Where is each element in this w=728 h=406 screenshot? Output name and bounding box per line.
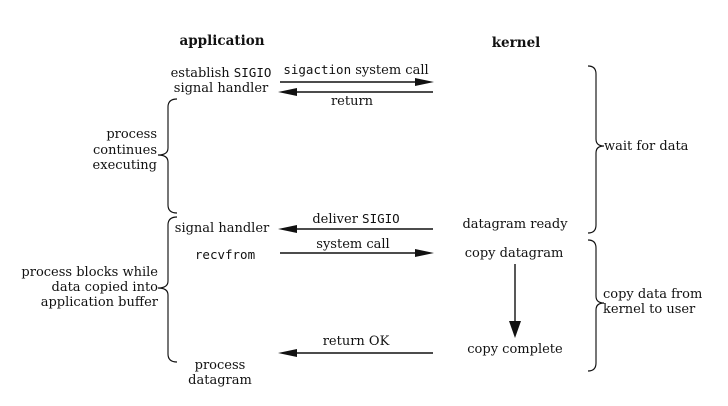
establish-text: establish (170, 66, 234, 81)
process-datagram-label: process datagram (188, 358, 252, 388)
kernel-column-header: kernel (491, 35, 541, 51)
return-ok-label: return OK (322, 334, 390, 349)
right-brace-bottom (587, 239, 605, 372)
return-label: return (330, 94, 374, 109)
process-blocks-annotation: process blocks while data copied into ap… (21, 265, 158, 310)
copy-vertical-arrowhead-down (509, 321, 521, 338)
establish-sigio-label: establish SIGIO signal handler (171, 65, 272, 96)
sigaction-system-call-label: sigaction system call (283, 62, 428, 78)
copy-data-annotation: copy data from kernel to user (603, 287, 702, 317)
copy-complete-label: copy complete (467, 342, 563, 357)
copy-data-line2: kernel to user (603, 302, 696, 317)
establish-sigio-line2: signal handler (173, 81, 269, 96)
recvfrom-label: recvfrom (194, 247, 256, 262)
datagram-ready-label: datagram ready (462, 217, 568, 232)
process-blocks-line1: process blocks while (21, 265, 158, 280)
process-continues-line3: executing (92, 158, 157, 173)
left-brace-bottom (157, 216, 178, 363)
copy-datagram-label: copy datagram (464, 246, 564, 261)
process-blocks-line3: application buffer (40, 295, 158, 310)
left-brace-top (157, 98, 178, 214)
process-blocks-line2: data copied into (51, 280, 159, 295)
return-arrowhead-left (278, 88, 297, 96)
application-column-header: application (179, 33, 265, 49)
return-ok-arrowhead-left (278, 349, 297, 357)
right-brace-top (587, 65, 605, 234)
process-continues-annotation: process continues executing (93, 127, 157, 174)
process-continues-line2: continues (93, 142, 157, 158)
sigio-code-text: SIGIO (233, 65, 272, 80)
deliver-text: deliver (312, 212, 363, 227)
deliver-sigio-arrowhead-left (278, 225, 297, 233)
copy-data-line1: copy data from (603, 287, 703, 302)
system-call-label: system call (316, 237, 390, 252)
process-datagram-line1: process (194, 358, 246, 373)
wait-for-data-annotation: wait for data (604, 139, 689, 154)
sigaction-rest-text: system call (351, 63, 429, 78)
process-continues-line1: process (106, 127, 157, 142)
deliver-sigio-label: deliver SIGIO (312, 211, 399, 227)
sigaction-code-text: sigaction (283, 62, 352, 77)
sigaction-arrowhead-right (415, 78, 434, 86)
deliver-sigio-code-text: SIGIO (362, 211, 400, 226)
system-call-arrowhead-right (415, 249, 434, 257)
signal-handler-label: signal handler (174, 221, 270, 236)
establish-sigio-line1: establish SIGIO (171, 65, 272, 81)
process-datagram-line2: datagram (188, 373, 252, 388)
